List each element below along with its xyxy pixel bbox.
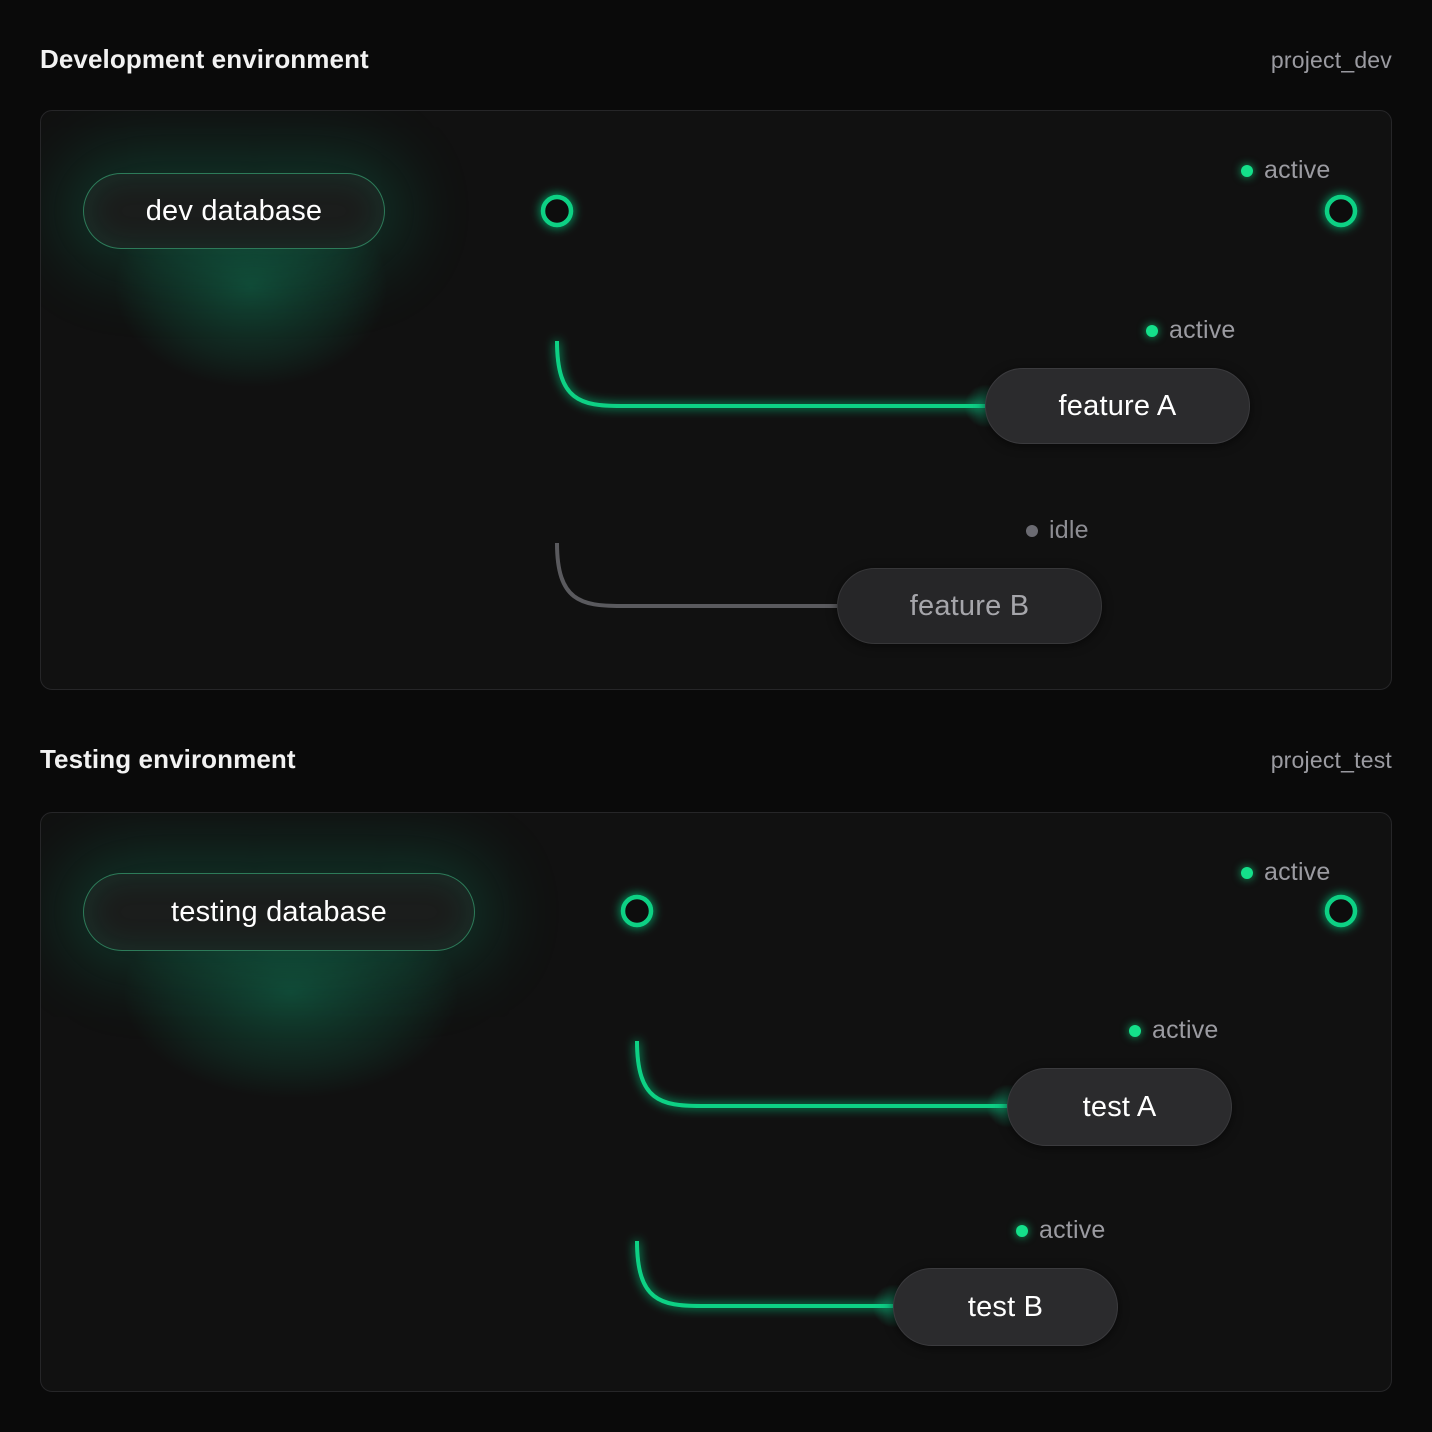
- status-label: active: [1039, 1216, 1106, 1244]
- leaf-node-test-b[interactable]: test B: [893, 1268, 1118, 1346]
- junction-node-testing[interactable]: [620, 894, 654, 928]
- status-label: active: [1264, 156, 1331, 184]
- status-badge-feature-b: idle: [1026, 516, 1089, 545]
- project-label-development: project_dev: [1270, 47, 1392, 73]
- status-dot-active-icon: [1129, 1024, 1141, 1037]
- status-badge-test-a: active: [1129, 1016, 1219, 1045]
- leaf-node-label: test A: [1082, 1090, 1157, 1123]
- leaf-node-feature-b[interactable]: feature B: [837, 568, 1102, 644]
- panel-development: dev database feature A feature B active …: [40, 110, 1392, 690]
- status-label: active: [1264, 858, 1331, 886]
- junction-node-development[interactable]: [540, 194, 574, 228]
- leaf-node-label: feature B: [909, 589, 1030, 622]
- endpoint-node-testing[interactable]: [1324, 894, 1358, 928]
- status-dot-idle-icon: [1026, 524, 1038, 537]
- status-badge-test-b: active: [1016, 1216, 1106, 1245]
- edge-branch-feature-b: [555, 542, 837, 608]
- status-dot-active-icon: [1016, 1224, 1028, 1237]
- page-title-testing: Testing environment: [40, 744, 296, 774]
- leaf-node-label: test B: [967, 1290, 1044, 1323]
- edge-layer-development: [385, 194, 1358, 608]
- db-node-label: dev database: [145, 194, 323, 227]
- status-badge-endpoint-dev: active: [1241, 156, 1331, 185]
- endpoint-node-development[interactable]: [1324, 194, 1358, 228]
- db-node-testing-database[interactable]: testing database: [83, 873, 475, 951]
- status-badge-feature-a: active: [1146, 316, 1236, 345]
- status-dot-active-icon: [1241, 164, 1253, 177]
- edge-layer-testing: [475, 894, 1358, 1308]
- status-label: active: [1169, 316, 1236, 344]
- status-dot-active-icon: [1146, 324, 1158, 337]
- status-dot-active-icon: [1241, 866, 1253, 879]
- project-label-testing: project_test: [1270, 747, 1392, 773]
- status-label: active: [1152, 1016, 1219, 1044]
- leaf-node-feature-a[interactable]: feature A: [985, 368, 1250, 444]
- section-header-testing: Testing environment project_test: [40, 744, 1392, 775]
- edge-branch-feature-a: [555, 340, 985, 408]
- status-badge-endpoint-test: active: [1241, 858, 1331, 887]
- status-label: idle: [1049, 516, 1089, 544]
- section-header-development: Development environment project_dev: [40, 44, 1392, 75]
- leaf-node-test-a[interactable]: test A: [1007, 1068, 1232, 1146]
- db-node-dev-database[interactable]: dev database: [83, 173, 385, 249]
- db-node-label: testing database: [170, 895, 388, 928]
- panel-testing: testing database test A test B active ac…: [40, 812, 1392, 1392]
- edge-branch-test-b: [635, 1240, 893, 1308]
- page-title-development: Development environment: [40, 44, 369, 74]
- edge-branch-test-a: [635, 1040, 1007, 1108]
- leaf-node-label: feature A: [1058, 389, 1177, 422]
